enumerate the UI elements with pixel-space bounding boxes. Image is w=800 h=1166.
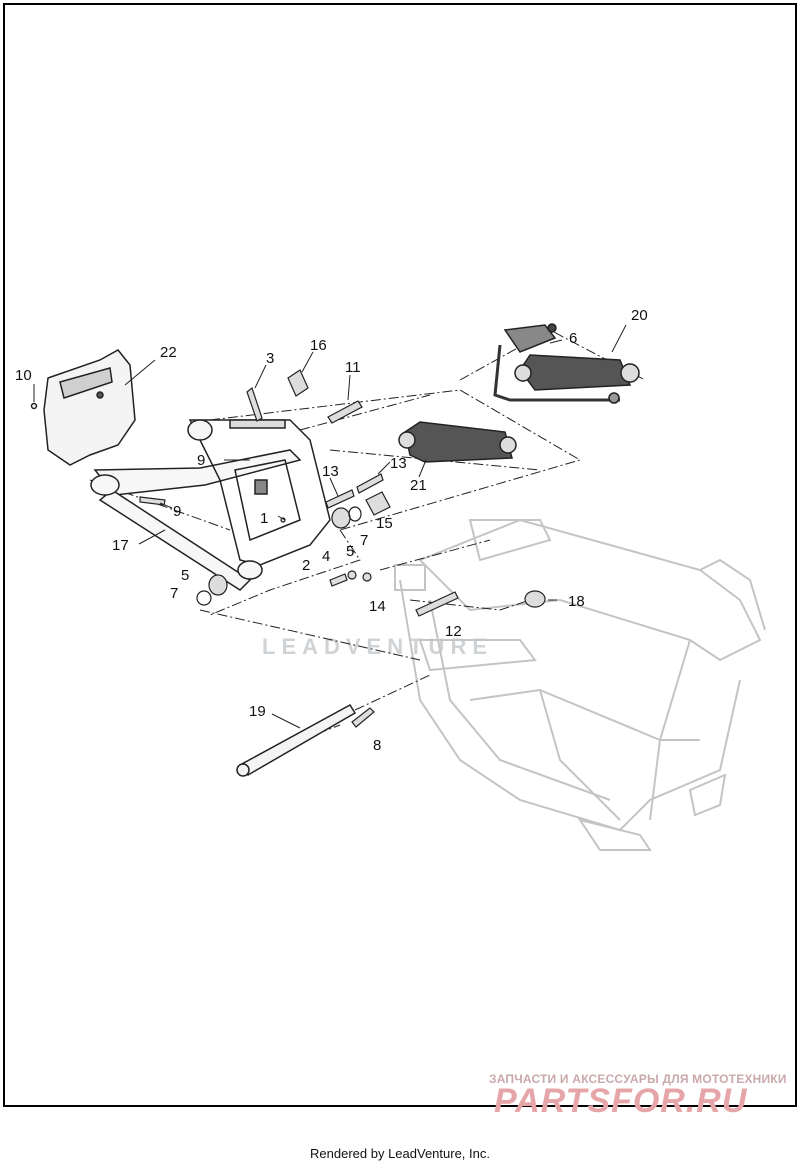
- part-5-bearing-b: [208, 574, 228, 596]
- diagram-frame: [3, 3, 797, 1107]
- callout-14: 14: [369, 598, 386, 615]
- callout-22: 22: [160, 344, 177, 361]
- hardware-fasteners: [139, 369, 546, 728]
- callout-13a: 13: [322, 463, 339, 480]
- part-2-screw: [329, 573, 348, 587]
- part-7-ring-a: [348, 506, 362, 522]
- part-16-bushing: [287, 369, 309, 397]
- callout-6: 6: [569, 330, 577, 347]
- part-15-spacer: [365, 491, 391, 516]
- callout-labels: 1 2 3 4 5 5 6 7 7 8 9 9 10 11 12 13 13 1…: [15, 307, 648, 754]
- part-17-swingarm: [90, 419, 331, 591]
- part-22-cover: [30, 349, 136, 466]
- watermark-tagline: ЗАПЧАСТИ И АКСЕССУАРЫ ДЛЯ МОТОТЕХНИКИ: [489, 1072, 787, 1086]
- part-5-bearing-a: [331, 507, 351, 529]
- callout-12: 12: [445, 623, 462, 640]
- leader-lines: [33, 324, 627, 729]
- part-21-shock: [398, 421, 517, 463]
- callout-15: 15: [376, 515, 393, 532]
- callout-7a: 7: [360, 532, 368, 549]
- part-13-bolt-a: [325, 489, 355, 509]
- callout-20: 20: [631, 307, 648, 324]
- watermark-brand: PARTSFOR.RU: [494, 1082, 748, 1120]
- callout-17: 17: [112, 537, 129, 554]
- part-12-bolt: [415, 591, 459, 617]
- callout-8: 8: [373, 737, 381, 754]
- part-20-rear-shock: [493, 323, 640, 404]
- callout-11: 11: [345, 359, 361, 376]
- motorcycle-frame: [394, 518, 766, 851]
- callout-1: 1: [260, 510, 268, 527]
- part-4-washer: [347, 570, 357, 580]
- part-18-bushing: [524, 590, 546, 608]
- part-11-bolt: [327, 400, 363, 424]
- watermark-logo: LEADVENTURE: [262, 634, 494, 659]
- callout-21: 21: [410, 477, 427, 494]
- callout-7b: 7: [170, 585, 178, 602]
- part-13-bolt-b: [356, 473, 384, 494]
- part-3-screw: [246, 386, 263, 422]
- callout-5a: 5: [346, 543, 354, 560]
- callout-4: 4: [322, 548, 330, 565]
- callout-9b: 9: [173, 503, 181, 520]
- callout-5b: 5: [181, 567, 189, 584]
- part-19-axle: [236, 704, 357, 777]
- callout-18: 18: [568, 593, 585, 610]
- callout-16: 16: [310, 337, 327, 354]
- callout-3: 3: [266, 350, 274, 367]
- callout-13b: 13: [390, 455, 407, 472]
- callout-2: 2: [302, 557, 310, 574]
- callout-9a: 9: [197, 452, 205, 469]
- part-14-nut: [362, 572, 372, 582]
- callout-10: 10: [15, 367, 32, 384]
- part-8-screw: [351, 707, 375, 728]
- callout-19: 19: [249, 703, 266, 720]
- footer-credit: Rendered by LeadVenture, Inc.: [310, 1146, 490, 1161]
- part-7-ring-b: [196, 590, 212, 606]
